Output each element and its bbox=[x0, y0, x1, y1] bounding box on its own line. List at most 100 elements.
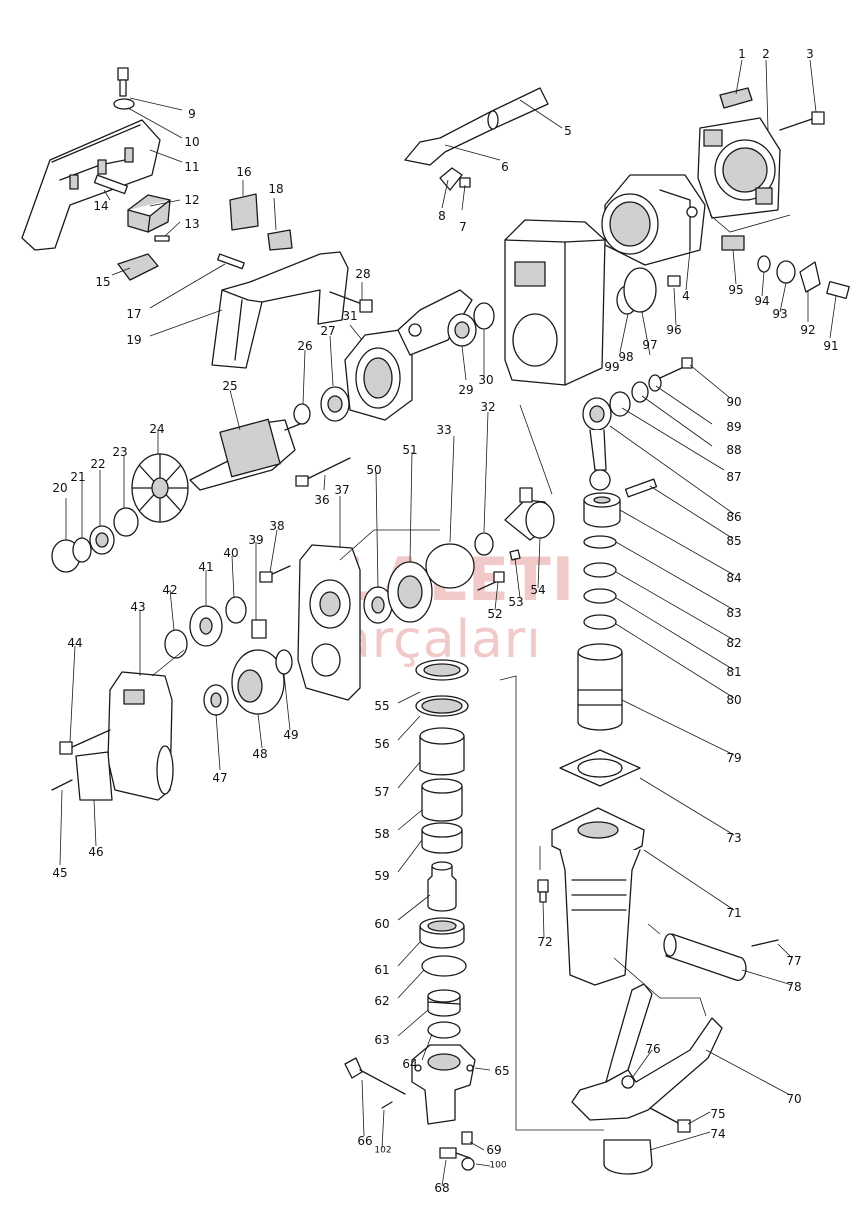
callout-90: 90 bbox=[726, 395, 742, 409]
callout-43: 43 bbox=[130, 600, 146, 614]
callout-29: 29 bbox=[458, 383, 474, 397]
cylinder-housing-4 bbox=[601, 174, 706, 266]
callout-53: 53 bbox=[508, 595, 524, 609]
callout-85: 85 bbox=[726, 534, 742, 548]
callout-3: 3 bbox=[806, 47, 814, 61]
callout-71: 71 bbox=[726, 906, 742, 920]
bolt-75 bbox=[649, 1107, 691, 1133]
bolt-36 bbox=[295, 457, 351, 487]
bolt-44 bbox=[59, 729, 111, 755]
gear-cover-43 bbox=[107, 671, 174, 801]
clamp-92 bbox=[799, 261, 821, 293]
part-16 bbox=[229, 193, 259, 231]
callout-22: 22 bbox=[90, 457, 106, 471]
disc-64 bbox=[427, 1021, 461, 1039]
part-1 bbox=[719, 87, 753, 109]
field-31 bbox=[344, 329, 413, 421]
callout-49: 49 bbox=[283, 728, 299, 742]
cord-guard-6 bbox=[404, 87, 549, 166]
callout-48: 48 bbox=[252, 747, 268, 761]
callout-47: 47 bbox=[212, 771, 228, 785]
callout-84: 84 bbox=[726, 571, 742, 585]
bolt-52 bbox=[477, 571, 505, 591]
callout-27: 27 bbox=[320, 324, 336, 338]
connecting-rod-86 bbox=[582, 397, 612, 491]
callout-66: 66 bbox=[357, 1134, 373, 1148]
callout-30: 30 bbox=[478, 373, 494, 387]
bolt-90 bbox=[659, 357, 693, 379]
callout-11: 11 bbox=[184, 160, 200, 174]
screw-13 bbox=[154, 235, 170, 242]
housing-2 bbox=[697, 117, 781, 219]
callout-78: 78 bbox=[786, 980, 802, 994]
callout-31: 31 bbox=[342, 309, 358, 323]
callout-100: 100 bbox=[489, 1160, 507, 1171]
callout-89: 89 bbox=[726, 420, 742, 434]
callout-102: 102 bbox=[374, 1145, 392, 1156]
key-53 bbox=[509, 549, 521, 561]
screw-3 bbox=[779, 111, 825, 131]
callout-7: 7 bbox=[459, 220, 467, 234]
crank-shaft-54 bbox=[504, 487, 555, 541]
callout-88: 88 bbox=[726, 443, 742, 457]
callout-23: 23 bbox=[112, 445, 128, 459]
pin-66 bbox=[344, 1057, 406, 1095]
callout-36: 36 bbox=[314, 493, 330, 507]
callout-54: 54 bbox=[530, 583, 546, 597]
ring-81 bbox=[583, 588, 617, 604]
pin-17 bbox=[217, 253, 245, 270]
switch-lever-15 bbox=[117, 253, 159, 281]
handle-cover-11 bbox=[21, 119, 161, 251]
callout-93: 93 bbox=[772, 307, 788, 321]
callout-70: 70 bbox=[786, 1092, 802, 1106]
screw-45 bbox=[51, 779, 73, 791]
spring-63 bbox=[427, 989, 461, 1017]
cord-clamp-8 bbox=[439, 167, 471, 191]
callout-59: 59 bbox=[374, 869, 390, 883]
ring-59 bbox=[421, 822, 463, 854]
ring-61 bbox=[419, 917, 465, 949]
callout-95: 95 bbox=[728, 283, 744, 297]
plate-46 bbox=[75, 751, 113, 801]
screw-9 bbox=[117, 67, 129, 97]
grip-78 bbox=[663, 933, 747, 982]
armature-25 bbox=[189, 418, 306, 491]
sleeve-58 bbox=[421, 778, 463, 822]
bolt-72 bbox=[537, 879, 549, 903]
nut-76 bbox=[621, 1075, 635, 1089]
callout-5: 5 bbox=[564, 124, 572, 138]
screw-91 bbox=[826, 280, 850, 300]
pin-85 bbox=[624, 478, 658, 498]
callout-69: 69 bbox=[486, 1143, 502, 1157]
callout-75: 75 bbox=[710, 1107, 726, 1121]
callout-57: 57 bbox=[374, 785, 390, 799]
callout-52: 52 bbox=[487, 607, 503, 621]
pin-102 bbox=[381, 1101, 393, 1109]
callout-20: 20 bbox=[52, 481, 68, 495]
washer-10 bbox=[113, 98, 135, 110]
callout-62: 62 bbox=[374, 994, 390, 1008]
callout-68: 68 bbox=[434, 1181, 450, 1195]
callout-13: 13 bbox=[184, 217, 200, 231]
callout-37: 37 bbox=[334, 483, 350, 497]
callout-55: 55 bbox=[374, 699, 390, 713]
callout-17: 17 bbox=[126, 307, 142, 321]
pin-39 bbox=[251, 619, 267, 639]
callout-4: 4 bbox=[682, 289, 690, 303]
callout-87: 87 bbox=[726, 470, 742, 484]
cylinder-79 bbox=[577, 643, 623, 731]
callout-73: 73 bbox=[726, 831, 742, 845]
part-93 bbox=[776, 260, 796, 284]
callout-9: 9 bbox=[188, 107, 196, 121]
nut-100 bbox=[461, 1157, 475, 1171]
callout-25: 25 bbox=[222, 379, 238, 393]
screw-69 bbox=[461, 1131, 473, 1145]
callout-32: 32 bbox=[480, 400, 496, 414]
callout-51: 51 bbox=[402, 443, 418, 457]
brush-holder-plate bbox=[397, 289, 473, 356]
callout-10: 10 bbox=[184, 135, 200, 149]
sleeve-60 bbox=[427, 861, 457, 912]
switch-12 bbox=[127, 194, 171, 233]
